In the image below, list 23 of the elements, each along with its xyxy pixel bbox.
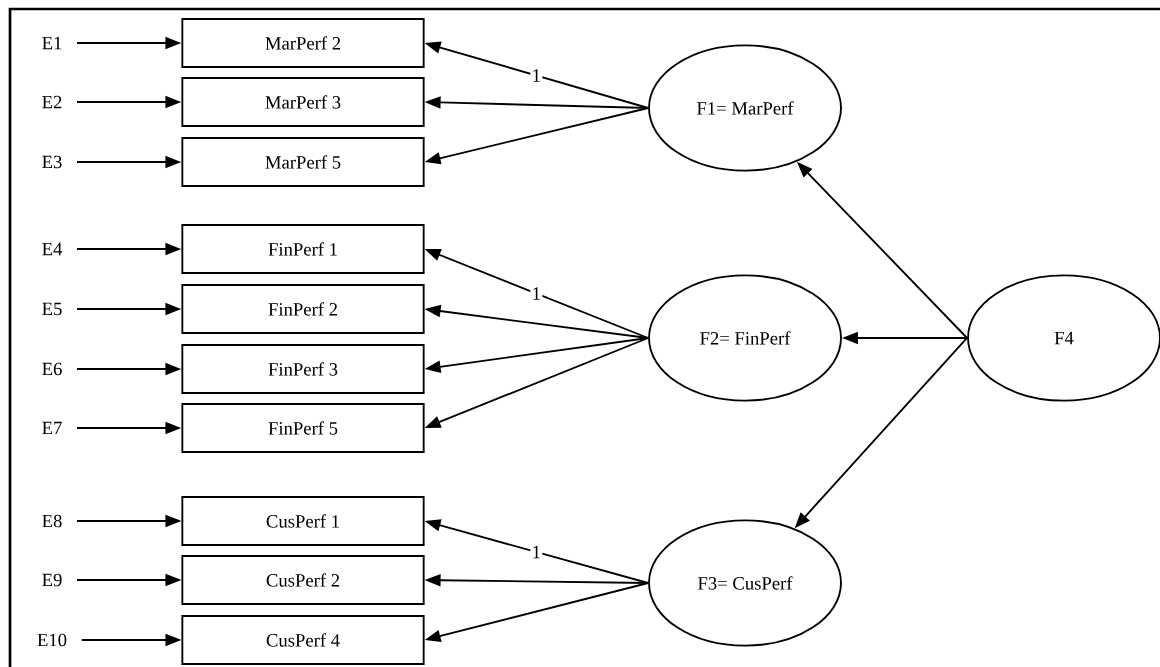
error-label: E2: [42, 95, 62, 109]
error-label: E8: [42, 514, 62, 528]
indicator-box: FinPerf 3: [181, 344, 425, 394]
indicator-box: MarPerf 5: [181, 137, 425, 187]
edge-label: 1: [530, 286, 543, 301]
error-label: E10: [37, 633, 67, 647]
indicator-box: CusPerf 4: [181, 615, 425, 665]
indicator-box: MarPerf 3: [181, 77, 425, 127]
error-label: E5: [42, 302, 62, 316]
error-label: E6: [42, 362, 62, 376]
indicator-box: FinPerf 5: [181, 403, 425, 453]
edge-label: 1: [530, 544, 543, 560]
error-label: E3: [42, 155, 62, 169]
edge-label: 1: [530, 68, 543, 83]
error-label: E9: [42, 573, 62, 587]
indicator-box: FinPerf 1: [181, 224, 425, 274]
indicator-box: CusPerf 2: [181, 555, 425, 605]
error-label: E4: [42, 242, 63, 256]
indicator-box: CusPerf 1: [181, 496, 425, 546]
error-label: E1: [42, 36, 62, 50]
indicator-box: MarPerf 2: [181, 18, 425, 68]
error-label: E7: [42, 421, 62, 435]
indicator-box: FinPerf 2: [181, 284, 425, 334]
